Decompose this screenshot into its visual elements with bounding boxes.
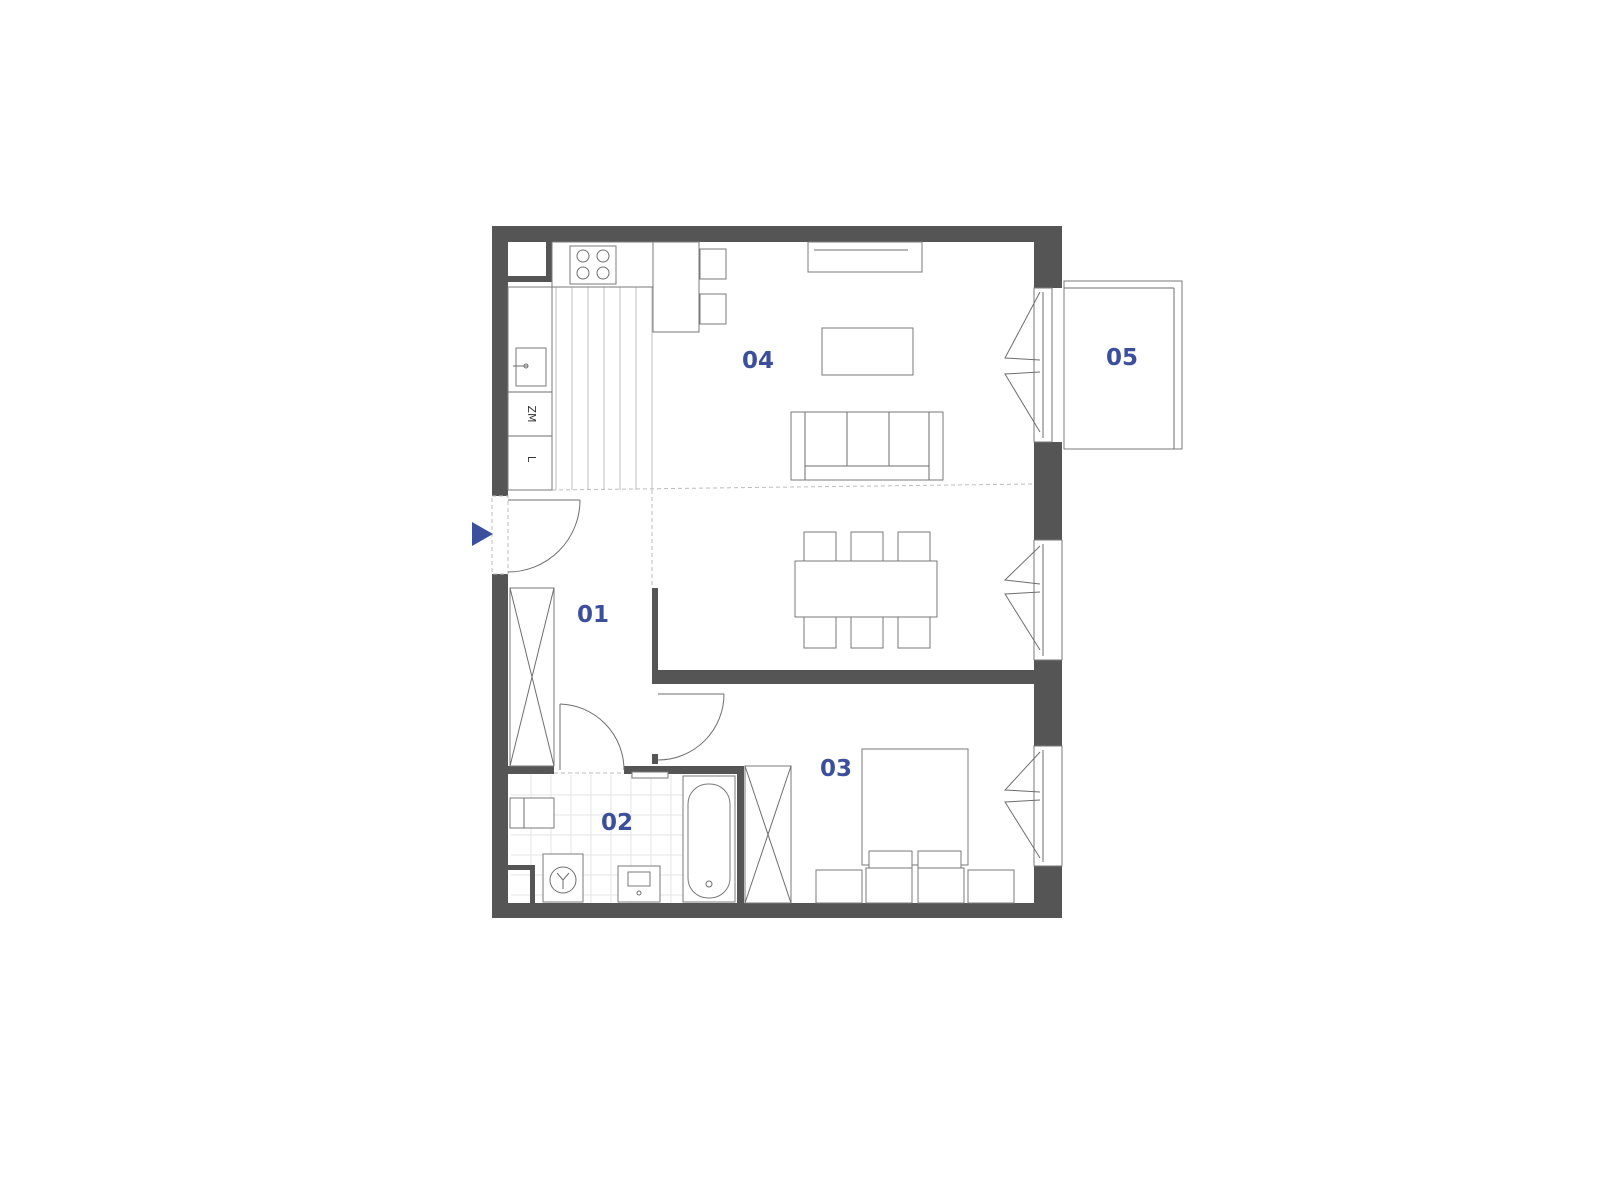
room-label-03: 03: [820, 756, 852, 782]
windows: [1003, 287, 1063, 867]
zm-label: ZM: [525, 405, 538, 422]
living-room-furniture: [790, 241, 944, 649]
balcony: [1063, 280, 1183, 450]
entrance-triangle-icon: [472, 522, 493, 546]
room-label-04: 04: [742, 348, 774, 374]
bedroom-furniture: [744, 748, 1015, 904]
kitchen-floor-pattern: [555, 287, 653, 490]
entrance-door: [491, 495, 581, 575]
walls: [492, 226, 1062, 918]
bathroom-fixtures: [509, 775, 736, 903]
kitchen: ZM L: [507, 241, 727, 491]
hall-furniture: [509, 587, 725, 779]
room-boundaries: [551, 483, 1035, 774]
room-label-05: 05: [1106, 345, 1138, 371]
room-label-01: 01: [577, 602, 609, 628]
room-label-02: 02: [601, 810, 633, 836]
l-label: L: [525, 456, 538, 463]
